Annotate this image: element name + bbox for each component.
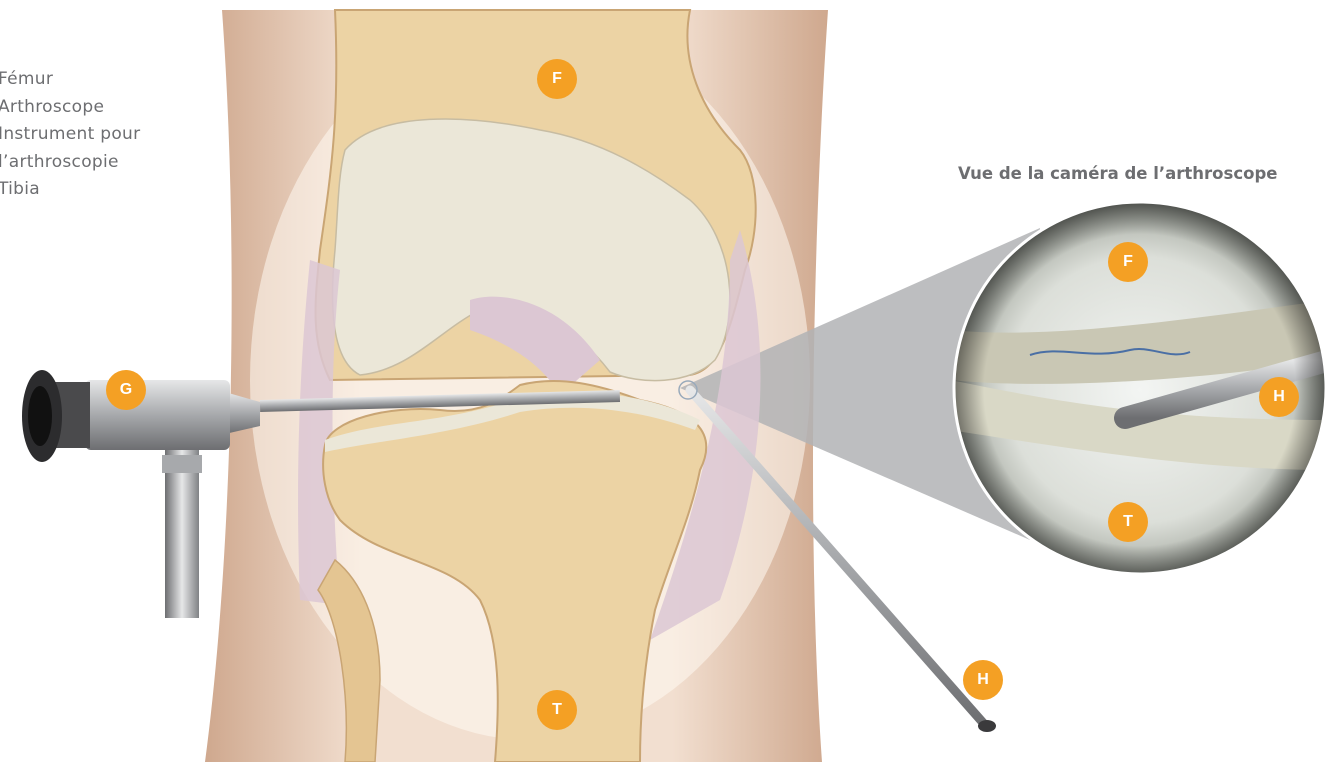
marker-femur-inset: F	[1108, 242, 1148, 282]
marker-instrument: H	[963, 660, 1003, 700]
marker-tibia: T	[537, 690, 577, 730]
probe-tip-opening	[978, 720, 996, 732]
legend-arthroscope: Arthroscope	[0, 94, 198, 122]
legend: Fémur Arthroscope Instrument pour l’arth…	[0, 66, 198, 204]
marker-femur: F	[537, 59, 577, 99]
camera-view-title: Vue de la caméra de l’arthroscope	[958, 164, 1336, 183]
legend-tibia: Tibia	[0, 176, 198, 204]
marker-arthroscope: G	[106, 370, 146, 410]
legend-femur: Fémur	[0, 66, 198, 94]
legend-instrument-line2: l’arthroscopie	[0, 149, 198, 177]
marker-instrument-inset: H	[1259, 377, 1299, 417]
marker-tibia-inset: T	[1108, 502, 1148, 542]
legend-instrument-line1: Instrument pour	[0, 121, 198, 149]
